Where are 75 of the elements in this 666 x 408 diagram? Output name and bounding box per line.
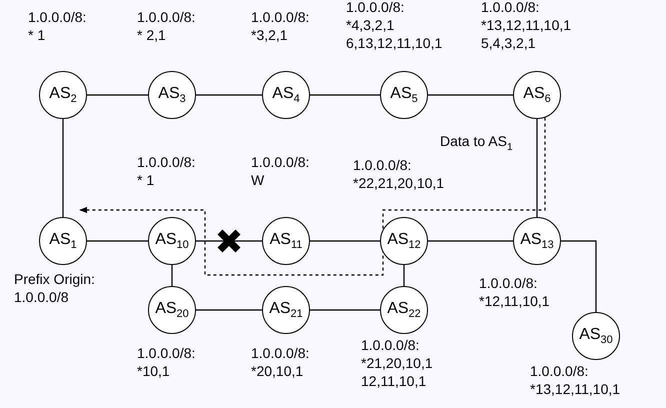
route-entry: *13,12,11,10,1	[530, 380, 620, 398]
route-entry: 1.0.0.0/8:	[361, 336, 420, 354]
node-label: AS$_{30}$	[579, 326, 613, 346]
route-entry: 1.0.0.0/8	[14, 288, 70, 306]
route-entry: 1.0.0.0/8:	[346, 0, 406, 16]
route-entry: *22,21,20,10,1	[353, 174, 444, 192]
route-entry: W	[251, 171, 266, 189]
as-circle	[148, 217, 196, 265]
route-entry: 12,11,10,1	[361, 372, 428, 390]
route-entry: 6,13,12,11,10,1	[346, 34, 442, 52]
arrow	[79, 118, 546, 276]
node-label: AS$_{21}$	[269, 300, 303, 320]
link-line	[310, 240, 380, 242]
as-circle	[262, 217, 310, 265]
route-entry: 1.0.0.0/8:	[530, 362, 590, 380]
link-line	[428, 94, 513, 96]
node-label: AS$_{22}$	[387, 300, 421, 320]
as-circle	[513, 71, 561, 119]
node-label: AS$_{20}$	[155, 300, 189, 320]
node-label: AS$_{10}$	[155, 230, 189, 252]
link-line	[310, 94, 380, 96]
route-entry: 1.0.0.0/8:	[28, 8, 86, 26]
as-circle	[148, 286, 196, 334]
link-line	[62, 119, 64, 217]
route-entry: * 2,1	[137, 26, 167, 44]
link-line	[196, 309, 262, 311]
as-circle	[148, 71, 196, 119]
link-line	[403, 265, 405, 286]
as-circle	[513, 217, 561, 265]
route-entry: 1.0.0.0/8:	[137, 344, 196, 362]
route-entry: * 1	[137, 171, 156, 189]
link-line	[171, 265, 173, 286]
node-label: AS$_{13}$	[520, 230, 554, 252]
route-entry: *13,12,11,10,1	[481, 16, 572, 34]
route-entry: *10,1	[137, 362, 171, 380]
route-entry: 1.0.0.0/8:	[251, 153, 310, 171]
route-entry: *3,2,1	[251, 26, 289, 44]
node-label: AS$_{12}$	[387, 230, 421, 252]
as-circle	[380, 286, 428, 334]
link-line	[561, 240, 597, 312]
route-entry: 1.0.0.0/8:	[481, 0, 540, 16]
link-line	[310, 309, 380, 311]
node-label: AS$_{5}$	[390, 84, 418, 106]
link-line	[536, 119, 538, 217]
as-circle	[39, 71, 87, 119]
node-label: AS$_{1}$	[49, 230, 77, 252]
link-line	[196, 94, 262, 96]
as-circle	[380, 71, 428, 119]
route-entry: 1.0.0.0/8:	[251, 8, 310, 26]
route-entry: 1.0.0.0/8:	[137, 8, 196, 26]
as-circle	[380, 217, 428, 265]
as-circle	[262, 71, 310, 119]
node-label: AS$_{11}$	[270, 230, 302, 252]
route-entry: Prefix Origin:	[14, 270, 95, 288]
route-entry: *21,20,10,1	[361, 354, 433, 372]
route-entry: * 1	[28, 26, 46, 44]
node-label: AS$_{3}$	[158, 84, 186, 106]
link-line	[428, 240, 513, 242]
route-entry: *20,10,1	[251, 362, 304, 380]
route-entry: 1.0.0.0/8:	[137, 153, 196, 171]
route-entry: 1.0.0.0/8:	[353, 156, 412, 174]
node-label: AS$_{4}$	[272, 84, 300, 106]
route-entry: 5,4,3,2,1	[481, 34, 536, 52]
node-label: AS$_{2}$	[49, 84, 77, 106]
as-circle	[262, 286, 310, 334]
route-entry: 1.0.0.0/8:	[479, 274, 538, 292]
node-label: AS$_{6}$	[523, 84, 551, 106]
route-entry: 1.0.0.0/8:	[251, 344, 310, 362]
link-line	[87, 240, 148, 242]
as-circle	[572, 312, 620, 360]
as-circle	[39, 217, 87, 265]
route-entry: *4,3,2,1	[346, 16, 396, 34]
link-line	[196, 240, 262, 242]
link-line	[87, 94, 148, 96]
route-entry: *12,11,10,1	[479, 292, 550, 310]
